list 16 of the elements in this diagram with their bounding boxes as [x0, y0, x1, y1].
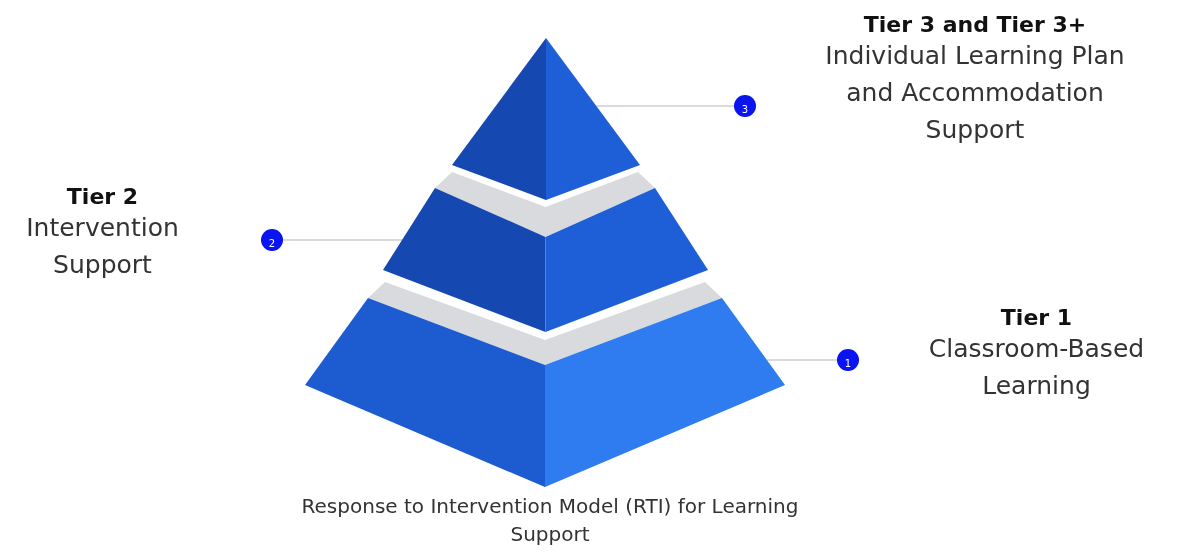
- tier-heading: Tier 2: [66, 184, 139, 209]
- tier-heading: Tier 3 and Tier 3+: [863, 12, 1087, 37]
- pyramid-tier: [383, 172, 708, 332]
- leader-line: [595, 105, 735, 107]
- number-badge: 3: [734, 95, 756, 117]
- tier-heading: Tier 1: [1000, 305, 1073, 330]
- pyramid-tier: [305, 282, 785, 487]
- tier-description: Intervention Support: [25, 212, 180, 281]
- pyramid-top-tier: [452, 38, 640, 200]
- number-badge: 2: [261, 229, 283, 251]
- tier-description: Classroom-Based Learning: [927, 333, 1146, 402]
- leader-line: [282, 239, 404, 241]
- caption: Response to Intervention Model (RTI) for Learning Support: [300, 493, 800, 548]
- leader-line: [766, 359, 838, 361]
- number-badge: 1: [837, 349, 859, 371]
- tier-description: Individual Learning Plan and Accommodation Support: [824, 40, 1126, 146]
